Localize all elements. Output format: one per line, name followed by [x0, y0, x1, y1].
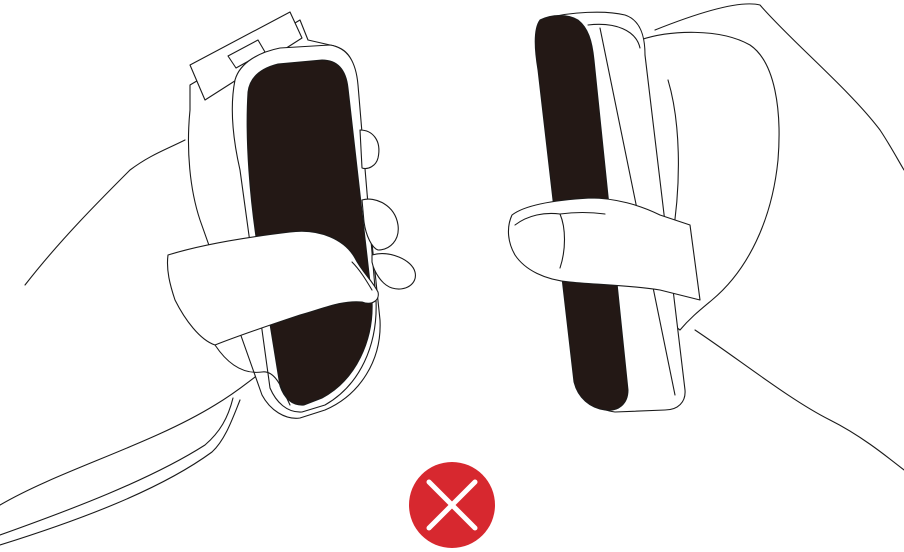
- left-arm-outline: [25, 140, 185, 285]
- left-illustration: [0, 12, 415, 545]
- left-cable-inner: [0, 398, 233, 535]
- wrong-badge: [409, 462, 495, 548]
- left-finger-1: [360, 130, 379, 169]
- right-illustration: [508, 4, 904, 470]
- left-cable: [0, 400, 240, 545]
- right-arm-lower-outline: [695, 330, 904, 470]
- left-finger-3: [372, 254, 415, 289]
